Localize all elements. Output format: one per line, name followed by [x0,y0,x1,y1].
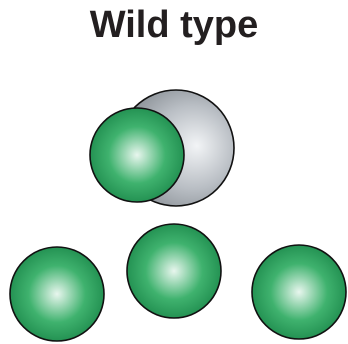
green-sphere-bound [89,107,185,203]
green-sphere-free-right [251,244,347,340]
green-sphere-free-left [9,246,105,342]
figure-title: Wild type [89,4,259,46]
green-sphere-free-middle [126,223,222,319]
